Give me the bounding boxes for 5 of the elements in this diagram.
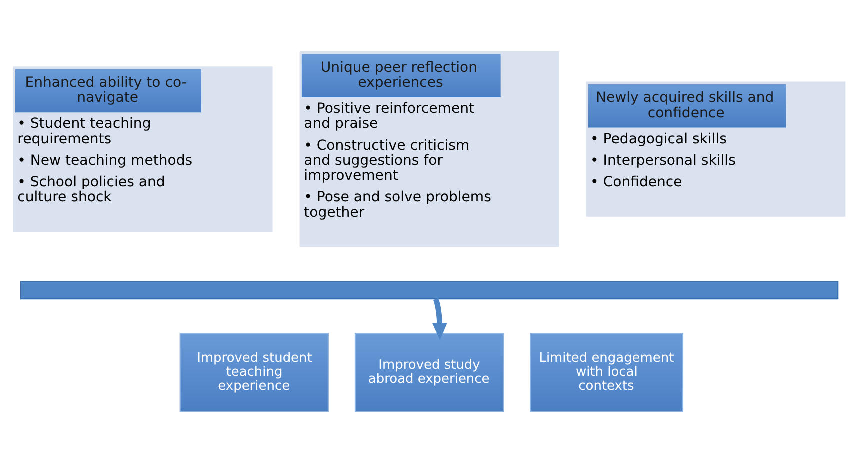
node-box: Improved student teaching experience (179, 332, 328, 412)
node-box: Limited engagement with local contexts (530, 332, 684, 412)
arrow (432, 298, 447, 340)
node-box: Improved study abroad experience (354, 332, 504, 412)
node-bar (20, 280, 838, 300)
